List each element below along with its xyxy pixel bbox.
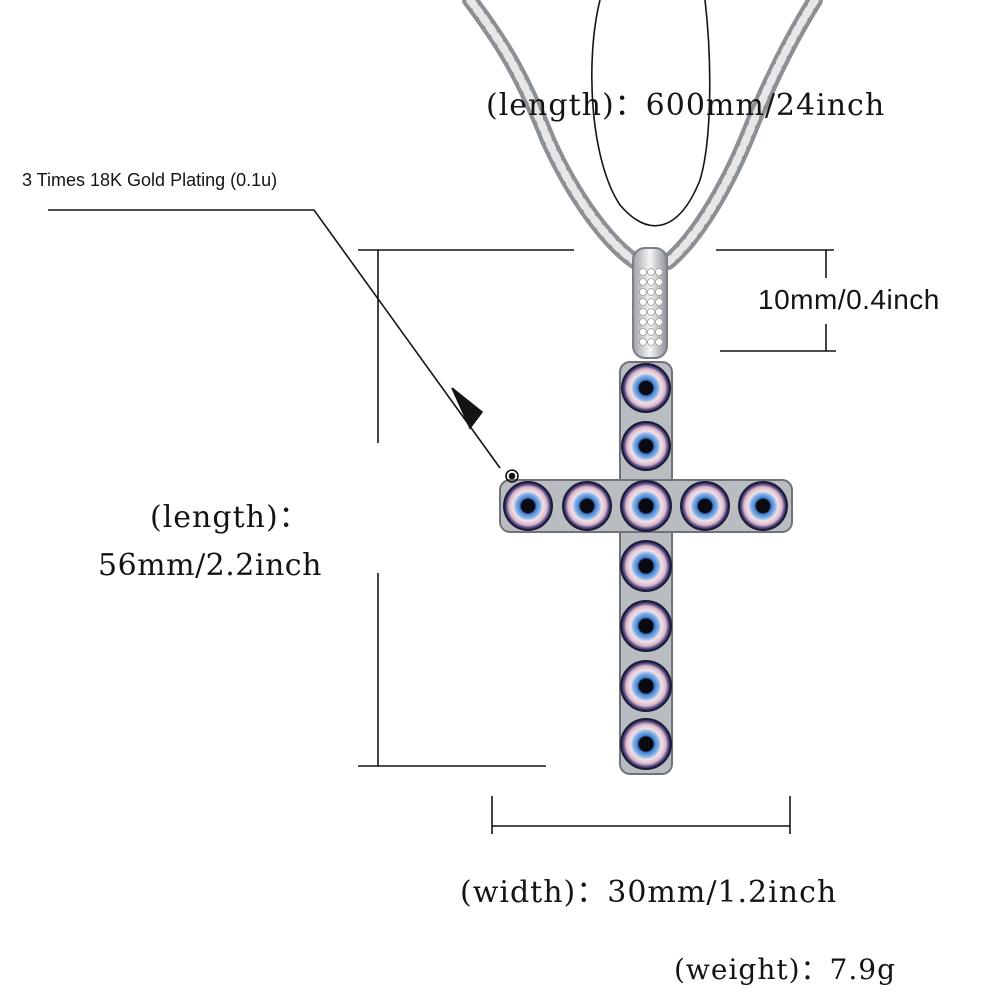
pendant-length-value: 56mm/2.2inch: [98, 548, 322, 583]
stone-bottom-4: [620, 718, 672, 770]
stone-center: [620, 480, 672, 532]
stone-left-1: [503, 481, 553, 531]
chain-right-strand-highlight: [664, 0, 819, 266]
chain-left-strand-highlight: [466, 0, 640, 266]
stone-top-2: [621, 421, 671, 471]
stone-bottom-3: [620, 660, 672, 712]
weight-label: (weight)：7.9g: [674, 953, 897, 986]
bail: [632, 247, 668, 359]
stone-left-2: [562, 481, 612, 531]
plating-label: 3 Times 18K Gold Plating (0.1u): [22, 170, 278, 190]
width-label: (width)：30mm/1.2inch: [460, 875, 838, 910]
stone-bottom-2: [620, 600, 672, 652]
evil-eye-stones: [503, 363, 788, 770]
plating-target-marker: [505, 469, 519, 483]
stone-right-2: [738, 481, 788, 531]
bail-size-label: 10mm/0.4inch: [758, 284, 940, 315]
rope-chain: [462, 0, 823, 270]
plating-leader-line: [48, 209, 501, 469]
stone-right-1: [680, 481, 730, 531]
stone-bottom-1: [620, 540, 672, 592]
chain-length-label: (length)：600mm/24inch: [486, 88, 886, 123]
dimension-lines: [48, 209, 836, 834]
plating-arrowhead: [451, 387, 484, 430]
pendant-length-caption: (length)：: [150, 500, 310, 535]
stone-top-1: [621, 363, 671, 413]
chain-length-loop: [591, 0, 711, 227]
